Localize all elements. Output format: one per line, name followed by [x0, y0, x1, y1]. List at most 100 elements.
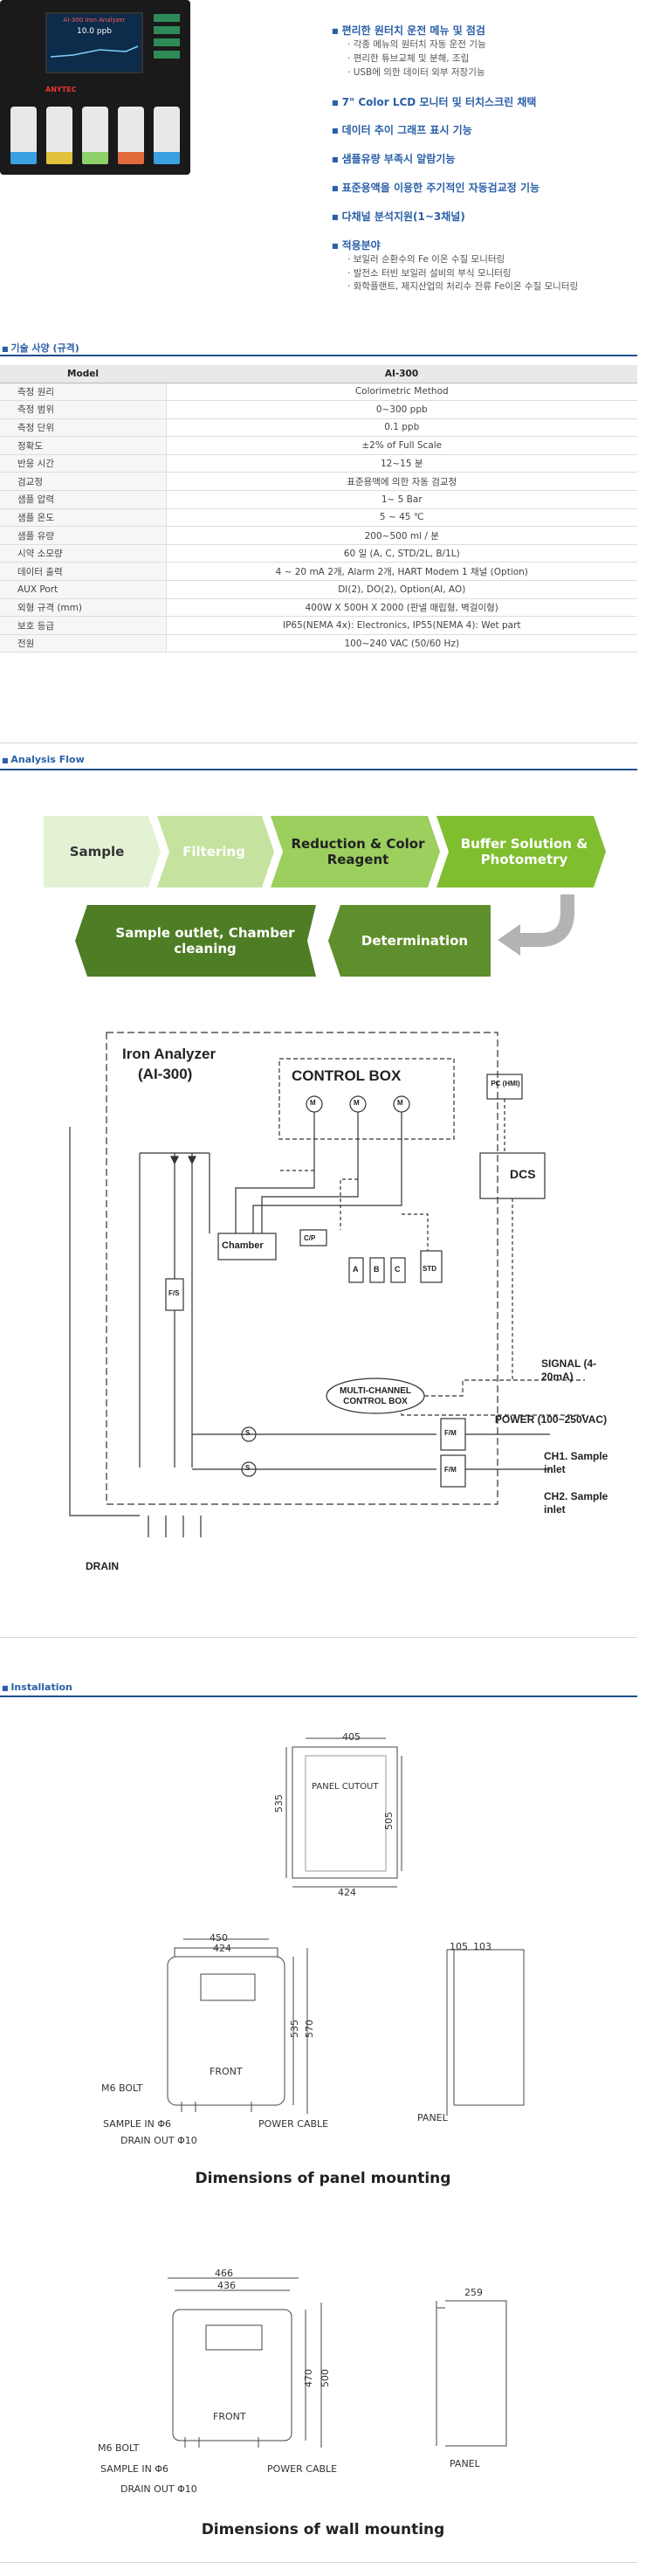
system-diagram: [69, 1032, 585, 1537]
fm-box: [440, 1454, 466, 1488]
spec-key: 시약 소모량: [0, 544, 167, 563]
analyzer-screen-value: 10.0 ppb: [76, 27, 113, 36]
spec-key: 측정 원리: [0, 383, 167, 402]
control-box-label: CONTROL BOX: [292, 1067, 402, 1084]
valve-label: S: [245, 1429, 251, 1437]
flow-step-sample: Sample: [69, 844, 125, 860]
cutout-h-outer: 535: [273, 1794, 285, 1813]
feature-sub: 편리한 튜브교체 및 분해, 조립: [347, 52, 470, 65]
flow-step-reduction: Reduction & Color Reagent: [291, 836, 425, 867]
reagent-bottles: [5, 103, 185, 164]
product-photo: AI-300 Iron Analyzer 10.0 ppb ANYTEC: [0, 0, 190, 175]
screen-graph-icon: [50, 45, 139, 58]
spec-key: 샘플 유량: [0, 526, 167, 545]
flow-step-shape: [271, 816, 440, 887]
panel-drain-out: DRAIN OUT Φ10: [120, 2135, 197, 2146]
spec-value: 표준용액에 의한 자동 검교정: [166, 472, 637, 492]
panel-bolt: M6 BOLT: [101, 2082, 143, 2094]
spec-key: 측정 범위: [0, 400, 167, 419]
spec-key: 샘플 압력: [0, 490, 167, 509]
section-rule: [0, 769, 637, 770]
reagent-b: B: [374, 1265, 380, 1274]
spec-header-model: Model: [0, 365, 166, 383]
feature-title-3: 데이터 추이 그래프 표시 기능: [332, 122, 472, 137]
feature-title-5: 표준용액을 이용한 주기적인 자동검교정 기능: [332, 180, 539, 195]
wall-power-cable: POWER CABLE: [267, 2463, 338, 2475]
reagent-c: C: [395, 1265, 401, 1274]
wall-drain-out: DRAIN OUT Φ10: [120, 2483, 197, 2495]
flow-step-shape: [75, 905, 316, 977]
reagent-a: A: [353, 1265, 359, 1274]
spec-key: 데이터 출력: [0, 562, 167, 582]
spec-row: 외형 규격 (mm)400W X 500H X 2000 (판넬 매립형, 벽걸…: [0, 598, 637, 618]
wall-sample-in: SAMPLE IN Φ6: [100, 2463, 169, 2475]
analyzer-maker: ANYTEC: [45, 86, 77, 93]
cp-box: [299, 1229, 327, 1247]
valve-label: S: [245, 1464, 251, 1472]
feature-sub: 화학플랜트, 제지산업의 처리수 잔류 Fe이온 수질 모니터링: [347, 280, 636, 294]
spec-value: 4 ~ 20 mA 2개, Alarm 2개, HART Modem 1 채널 …: [166, 562, 637, 582]
diagram-title: Iron Analyzer: [122, 1046, 216, 1062]
flow-step-determination: Determination: [361, 933, 469, 949]
chamber-label: Chamber: [222, 1240, 264, 1251]
spec-value: 1~ 5 Bar: [166, 490, 637, 509]
spec-key: 전원: [0, 634, 167, 653]
control-box-outline: [278, 1058, 455, 1140]
cutout-drawing: [285, 1737, 402, 1888]
fm-label: F/M: [444, 1466, 457, 1474]
panel-h1: 535: [289, 2020, 300, 2038]
feature-title-1: 편리한 원터치 운전 메뉴 및 점검: [332, 23, 485, 38]
spec-value: 5 ~ 45 ℃: [166, 508, 637, 528]
spec-value: 400W X 500H X 2000 (판넬 매립형, 벽걸이형): [166, 598, 637, 618]
spec-value: 12~15 분: [166, 454, 637, 473]
panel-power-cable: POWER CABLE: [258, 2118, 329, 2130]
spec-key: 검교정: [0, 472, 167, 492]
wall-w2: 436: [217, 2280, 236, 2291]
wall-mount-drawing: [168, 2277, 507, 2448]
wall-mount-caption: Dimensions of wall mounting: [201, 2521, 445, 2538]
chamber-box: [217, 1233, 277, 1260]
fm-label: F/M: [444, 1429, 457, 1437]
spec-value: 60 일 (A, C, STD/2L, B/1L): [166, 544, 637, 563]
spec-key: 정확도: [0, 436, 167, 455]
feature-sub: USB에 의한 데이터 외부 저장기능: [347, 66, 485, 79]
reagent-std: STD: [423, 1265, 436, 1273]
section-rule: [0, 1695, 637, 1697]
spec-value: 100~240 VAC (50/60 Hz): [166, 634, 637, 653]
status-lamps: [154, 14, 180, 75]
spec-value: DI(2), DO(2), Option(AI, AO): [166, 580, 637, 599]
wall-d1: 259: [464, 2287, 483, 2298]
panel-d1: 105: [450, 1941, 468, 1952]
flow-step-shape: [328, 905, 491, 977]
flow-step-shape: [44, 816, 161, 887]
spec-value: IP65(NEMA 4x): Electronics, IP55(NEMA 4)…: [166, 616, 637, 635]
analyzer-enclosure: [106, 1032, 498, 1505]
panel-h2: 570: [304, 2020, 315, 2038]
cp-label: C/P: [304, 1234, 316, 1242]
panel-label: PANEL: [417, 2112, 448, 2124]
panel-mount-caption: Dimensions of panel mounting: [195, 2170, 451, 2187]
flow-step-shape: [436, 816, 606, 887]
panel-sample-in: SAMPLE IN Φ6: [103, 2118, 172, 2130]
cutout-label: PANEL CUTOUT: [312, 1782, 379, 1792]
spec-key: AUX Port: [0, 580, 167, 599]
wall-h2: 500: [320, 2369, 331, 2387]
feature-title-7: 적용분야: [332, 238, 381, 252]
cutout-w-outer: 405: [342, 1731, 361, 1743]
ch1-label: CH1. Sample inlet: [544, 1450, 608, 1475]
flow-step-buffer: Buffer Solution & Photometry: [460, 836, 588, 867]
power-label: POWER (100~250VAC): [494, 1413, 608, 1426]
flow-arrows: [44, 816, 606, 977]
analyzer-brand: AI-300 Iron Analyzer: [63, 17, 126, 24]
